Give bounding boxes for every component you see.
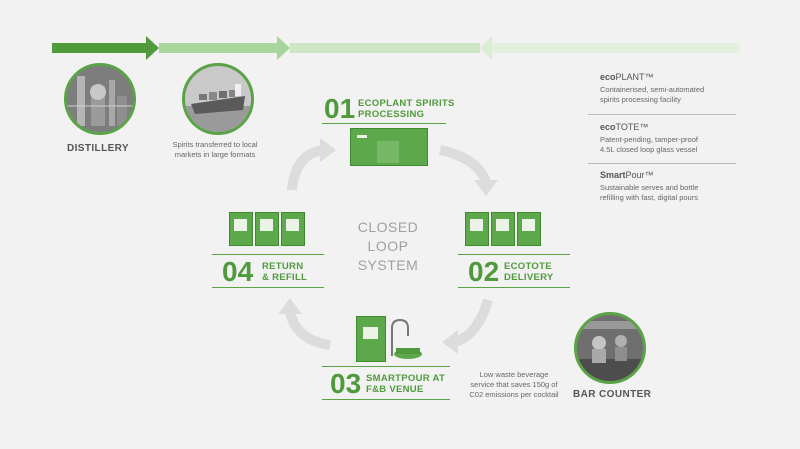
legend-ecotote-brand: ecoTOTE™ [600, 122, 649, 132]
transfer-description: Spirits transferred to local markets in … [160, 140, 270, 160]
legend-divider-1 [588, 114, 736, 115]
progress-segment-4 [492, 43, 740, 53]
return-totes-image-2 [255, 212, 279, 246]
legend-ecoplant-desc-2: spirits processing facility [600, 95, 681, 104]
center-line-3: SYSTEM [357, 257, 419, 273]
step-03-title: SMARTPOUR AT F&B VENUE [366, 373, 445, 395]
step-01-number: 01 [324, 93, 356, 124]
top-progress-arrows [52, 36, 740, 60]
step-03-title-line-2: F&B VENUE [366, 384, 424, 395]
ecotote-image-1 [465, 212, 489, 246]
smartpour-tap-image [391, 318, 422, 359]
step-04-title-line-2: & REFILL [262, 272, 308, 283]
center-line-1: CLOSED [357, 219, 419, 235]
legend-smartpour: SmartPour™ Sustainable serves and bottle… [600, 170, 740, 203]
step-04-title-line-1: RETURN [262, 261, 304, 272]
loop-arc-bottom-right [453, 298, 493, 347]
bar-counter-label: BAR COUNTER [573, 389, 652, 400]
smartpour-desc-line-1: Low waste beverage [479, 370, 549, 379]
smartpour-dispenser-image [356, 316, 386, 362]
distillery-photo [64, 63, 136, 135]
step-04-number: 04 [222, 256, 254, 287]
step-02-title-line-1: ECOTOTE [504, 261, 552, 272]
smartpour-description: Low waste beverage service that saves 15… [455, 370, 573, 400]
closed-loop-title: CLOSED LOOP SYSTEM [346, 218, 430, 275]
legend-divider-2 [588, 163, 736, 164]
legend-ecoplant-desc-1: Containerised, semi-automated [600, 85, 705, 94]
step-03-number: 03 [330, 368, 362, 399]
loop-arc-top-right [438, 145, 491, 184]
step-02-top-rule [458, 254, 570, 255]
step-01-title-line-2: PROCESSING [358, 109, 425, 120]
step-02-underline [458, 287, 570, 288]
progress-segment-2 [159, 43, 279, 53]
loop-arrowhead-bottom-right [442, 330, 458, 354]
legend-smartpour-brand: SmartPour™ [600, 170, 654, 180]
step-01-underline [322, 123, 446, 124]
transfer-desc-line-2: markets in large formats [174, 150, 256, 159]
bar-counter-photo [574, 312, 646, 384]
progress-segment-1 [52, 43, 148, 53]
step-04-top-rule [212, 254, 324, 255]
loop-arrowhead-top-right [474, 180, 498, 196]
legend-ecoplant-brand: ecoPLANT™ [600, 72, 654, 82]
step-04-title: RETURN & REFILL [262, 261, 307, 283]
loop-arrowhead-top-left [320, 138, 336, 162]
ecoplant-container-image [350, 128, 428, 166]
loop-arrowhead-bottom-left [278, 298, 302, 314]
ecotote-image-3 [517, 212, 541, 246]
step-02-title-line-2: DELIVERY [504, 272, 554, 283]
loop-arc-bottom-left [285, 310, 331, 350]
return-totes-image-3 [281, 212, 305, 246]
step-03-top-rule [322, 366, 450, 367]
step-02-title: ECOTOTE DELIVERY [504, 261, 554, 283]
step-01-title: ECOPLANT SPIRITS PROCESSING [358, 98, 455, 120]
progress-arrowhead-3 [480, 36, 492, 60]
loop-arc-top-left [287, 145, 324, 191]
progress-arrowhead-2 [277, 36, 290, 60]
legend-ecotote-desc-1: Patent-pending, tamper-proof [600, 135, 698, 144]
legend-smartpour-desc-1: Sustainable serves and bottle [600, 183, 699, 192]
step-03-title-line-1: SMARTPOUR AT [366, 373, 446, 384]
step-04-underline [212, 287, 324, 288]
return-totes-image-1 [229, 212, 253, 246]
transfer-desc-line-1: Spirits transferred to local [172, 140, 258, 149]
legend-ecoplant: ecoPLANT™ Containerised, semi-automated … [600, 72, 740, 105]
step-03-underline [322, 399, 450, 400]
progress-segment-3 [290, 43, 480, 53]
distillery-label: DISTILLERY [67, 143, 129, 154]
legend-ecotote: ecoTOTE™ Patent-pending, tamper-proof 4.… [600, 122, 740, 155]
center-line-2: LOOP [367, 238, 409, 254]
step-01-title-line-1: ECOPLANT SPIRITS [358, 98, 455, 109]
progress-arrowhead-1 [146, 36, 159, 60]
ecotote-image-2 [491, 212, 515, 246]
smartpour-desc-line-3: C02 emissions per cocktail [469, 390, 559, 399]
step-02-number: 02 [468, 256, 500, 287]
smartpour-desc-line-2: service that saves 150g of [470, 380, 558, 389]
legend-ecotote-desc-2: 4.5L closed loop glass vessel [600, 145, 698, 154]
legend-smartpour-desc-2: refilling with fast, digital pours [600, 193, 698, 202]
cargo-ship-photo [182, 63, 254, 135]
